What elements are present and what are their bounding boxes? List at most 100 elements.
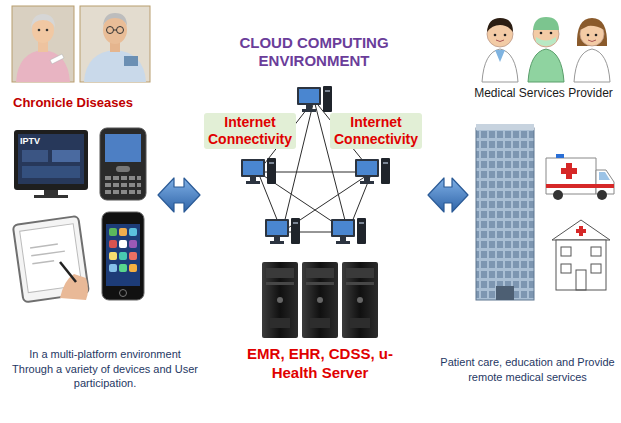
smartphone (137, 176, 141, 180)
computer (383, 162, 388, 164)
patient-photo (12, 6, 74, 82)
note-box: In a multi-platform environment Through … (5, 332, 205, 406)
server-tower (306, 282, 334, 285)
ambulance (546, 184, 614, 188)
patient-photo (50, 54, 64, 64)
clinic-building (561, 264, 571, 273)
computer (274, 237, 280, 241)
computer (269, 162, 274, 164)
patient-photo (31, 14, 55, 28)
cloud-outline (352, 152, 428, 228)
computer (333, 221, 353, 235)
smartphone (129, 240, 137, 248)
computer (265, 218, 300, 244)
server-tower (306, 268, 334, 278)
node-fill (468, 0, 619, 320)
smartphone (106, 224, 140, 286)
server-tower (317, 297, 323, 303)
ambulance (553, 190, 563, 200)
tablet (30, 243, 66, 264)
doctor-figures (577, 18, 607, 46)
patient-photo (46, 29, 49, 32)
patient-photo (12, 6, 74, 82)
iptv-screen (22, 166, 80, 178)
ambulance (546, 154, 614, 200)
note-box: Patient care, education and Provide remo… (436, 334, 619, 406)
clinic-building (576, 226, 586, 236)
server-caption: EMR, EHR, CDSS, u-Health Server (230, 345, 410, 383)
smartphone (105, 176, 111, 180)
ambulance (599, 172, 610, 180)
server-tower (277, 297, 283, 303)
computer (355, 158, 390, 184)
doctor-figures (504, 34, 507, 37)
server-tower (270, 318, 290, 328)
hospital-building (476, 124, 534, 130)
doctor-figures (595, 34, 598, 37)
patient-photo (16, 50, 70, 82)
smartphone (109, 264, 117, 272)
smartphone (113, 190, 119, 194)
server-tower (302, 262, 338, 338)
clinic-building (552, 220, 610, 240)
doctor-figures (496, 40, 504, 42)
doctor-figures (574, 49, 610, 82)
node-text: Chronicle Diseases (13, 95, 152, 111)
server-tower (266, 268, 294, 278)
computer (291, 218, 300, 244)
smartphone (100, 128, 146, 200)
computer (360, 181, 374, 184)
node-text: Patient care, education and Provide remo… (440, 355, 615, 385)
patient-photo (80, 6, 150, 82)
ambulance (556, 154, 564, 158)
computer (241, 159, 265, 177)
iptv-screen (14, 130, 88, 190)
server-tower (302, 262, 338, 338)
provider-panel: Medical Services Provider (468, 0, 619, 320)
smartphone (116, 166, 130, 172)
server-tower (342, 262, 378, 338)
smartphone (137, 190, 141, 194)
smartphone (129, 176, 135, 180)
smartphone (105, 190, 111, 194)
server-tower (262, 262, 298, 338)
computer (340, 237, 346, 241)
computer (265, 219, 289, 237)
smartphone (113, 176, 119, 180)
clinic-building (576, 270, 586, 290)
computer (299, 89, 319, 103)
doctor-figures (587, 34, 590, 37)
smartphone (113, 183, 119, 187)
server-tower (346, 282, 374, 285)
patient-photo (38, 29, 41, 32)
iptv-screen (14, 130, 88, 198)
node-text: Medical Services Provider (474, 86, 613, 101)
computer (243, 161, 263, 175)
computer (297, 87, 321, 105)
clinic-building (591, 264, 601, 273)
server-tower (262, 262, 298, 338)
doctor-figures (540, 32, 543, 35)
edge-label: Internet Connectivity (204, 113, 296, 149)
cloud-fill (352, 152, 428, 228)
patient-photo (103, 13, 127, 26)
patient-photo (80, 6, 150, 82)
smartphone (120, 290, 127, 297)
smartphone (119, 252, 127, 260)
computer (331, 218, 366, 244)
smartphone (119, 264, 127, 272)
text-area: Patient care, education and Provide remo… (436, 334, 619, 406)
doctor-figures (580, 21, 604, 30)
server-tower (266, 282, 294, 285)
patient-photo (117, 27, 124, 34)
ambulance (561, 163, 577, 179)
computer (241, 158, 276, 184)
node-fill (5, 0, 158, 320)
smartphone (109, 228, 117, 236)
doctor-figures (495, 50, 505, 62)
patient-photo (107, 27, 114, 34)
computer (359, 222, 364, 224)
smartphone (100, 128, 146, 200)
doctor-figures (482, 17, 610, 82)
